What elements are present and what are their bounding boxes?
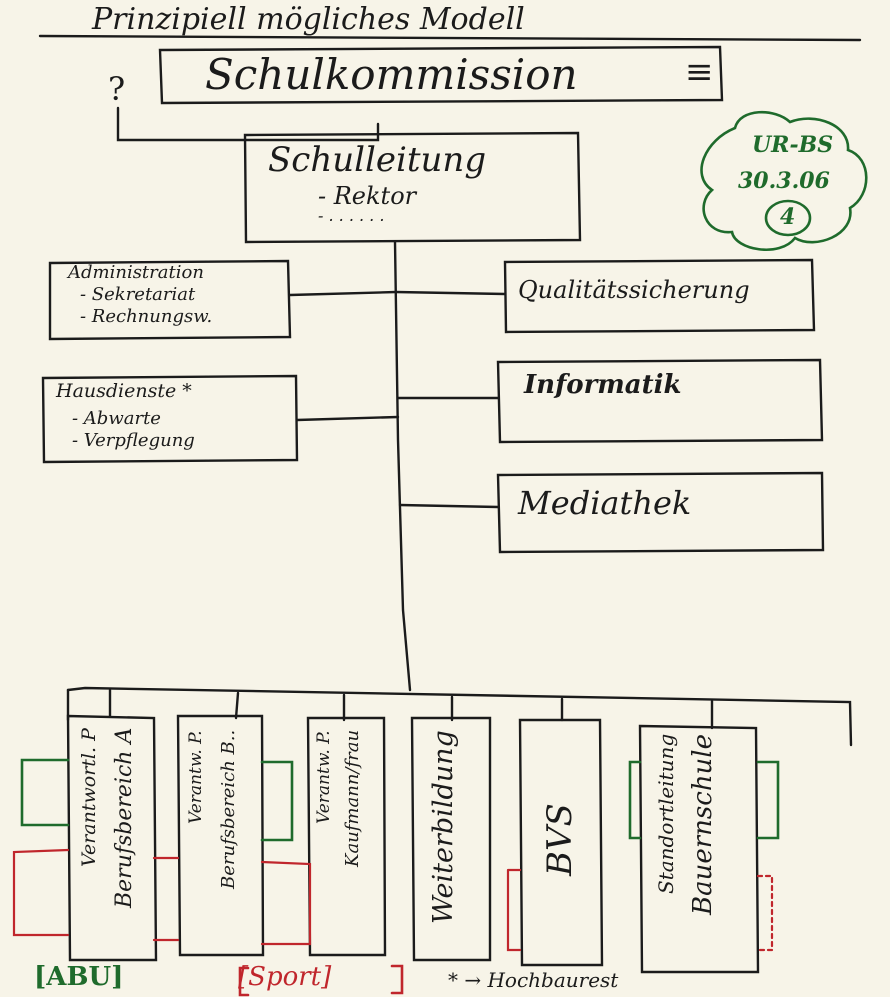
bottom-bar <box>66 686 853 747</box>
column-6-line1: Standortleitung <box>654 734 678 895</box>
leitung-item-rektor: - Rektor <box>318 182 417 210</box>
column-3-line1: Verantw. P. <box>314 730 334 824</box>
mediathek-label: Mediathek <box>518 484 692 522</box>
footer-abu: [ABU] <box>34 962 124 992</box>
admin-item-sekretariat: - Sekretariat <box>80 284 196 305</box>
main-spine <box>393 240 412 692</box>
branch-hausdienste <box>295 415 400 422</box>
hausdienste-box <box>41 374 299 464</box>
commission-box <box>158 45 724 105</box>
mediathek-box <box>496 471 825 554</box>
admin-item-rechnungswesen: - Rechnungsw. <box>80 306 213 327</box>
informatik-box <box>496 358 824 444</box>
green-bracket-right-a <box>628 760 642 840</box>
green-bracket-left <box>20 758 70 827</box>
column-box-6 <box>638 724 760 974</box>
branch-qs <box>394 290 507 296</box>
column-6-line2: Bauernschule <box>688 734 718 916</box>
leitung-box <box>243 131 582 244</box>
green-bracket-mid <box>260 760 294 842</box>
red-bracket-right <box>260 860 312 946</box>
hausdienste-item-verpflegung: - Verpflegung <box>72 430 195 451</box>
column-box-4 <box>410 716 492 962</box>
branch-mediathek <box>398 503 500 509</box>
column-box-1 <box>66 714 158 962</box>
footer-note: * → Hochbaurest <box>448 968 619 992</box>
question-link <box>116 106 380 142</box>
red-bracket-mid <box>152 856 180 942</box>
column-2-line1: Verantw. P. <box>186 730 206 824</box>
commission-title: Schulkommission <box>205 50 578 99</box>
branch-admin <box>288 290 398 297</box>
column-box-2 <box>176 714 265 957</box>
column-1-line1: Verantwortl. P <box>78 728 100 867</box>
qs-label: Qualitätssicherung <box>518 276 750 304</box>
column-4-line1: Weiterbildung <box>428 730 459 924</box>
commission-mark: ≡ <box>685 52 714 92</box>
stamp-cloud <box>700 110 868 252</box>
leitung-item-more: - . . . . . . <box>318 206 385 225</box>
stamp-number-circle <box>764 199 812 237</box>
title-underline <box>38 34 862 42</box>
leitung-title: Schulleitung <box>268 140 487 180</box>
stamp-line2: 30.3.06 <box>738 168 830 194</box>
page-title: Prinzipiell mögliches Modell <box>92 2 525 37</box>
column-box-5 <box>518 718 604 967</box>
informatik-label: Informatik <box>524 370 682 400</box>
column-3-line2: Kaufmann/frau <box>342 730 363 868</box>
red-bracket-far-left <box>506 868 522 952</box>
hausdienste-item-abwarte: - Abwarte <box>72 408 161 429</box>
admin-box <box>48 259 292 341</box>
column-5-line1: BVS <box>540 803 580 877</box>
footer-sport: [Sport] <box>238 962 332 992</box>
hausdienste-title: Hausdienste * <box>56 380 192 402</box>
question-mark: ? <box>108 70 126 108</box>
stamp-line1: UR-BS <box>752 132 834 158</box>
red-bracket-far-right <box>756 874 774 952</box>
red-bracket-left <box>12 848 70 937</box>
admin-title: Administration <box>68 262 204 283</box>
green-bracket-right-b <box>756 760 780 840</box>
qs-box <box>503 258 816 334</box>
sport-bracket <box>238 964 404 997</box>
stamp-number: 4 <box>780 204 796 230</box>
column-1-line2: Berufsbereich A <box>112 728 137 909</box>
column-2-line2: Berufsbereich B.. <box>218 730 239 890</box>
